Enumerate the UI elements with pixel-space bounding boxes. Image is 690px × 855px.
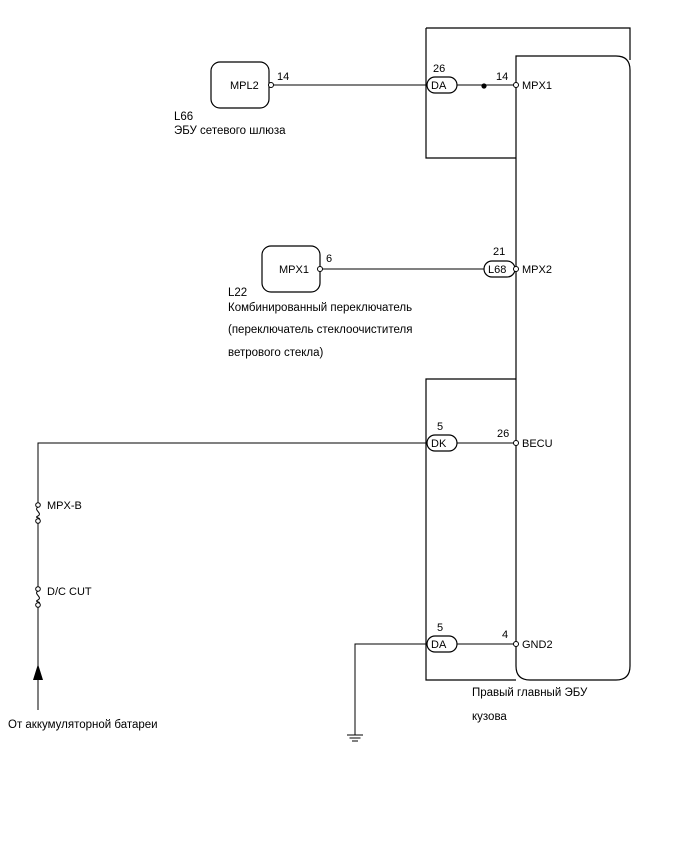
battery-label: От аккумуляторной батареи bbox=[8, 719, 158, 731]
ground-icon bbox=[347, 734, 363, 742]
ecu-pin-gnd2-num: 4 bbox=[502, 629, 508, 641]
battery-arrow-icon bbox=[33, 664, 43, 680]
fuse-mpx-b bbox=[35, 502, 41, 524]
ecu-pin-mpx1-num: 14 bbox=[496, 71, 508, 83]
fuse-dc-cut-label: D/C CUT bbox=[47, 586, 92, 598]
gateway-code: L66 bbox=[174, 111, 193, 123]
splice-dot bbox=[481, 83, 487, 89]
ecu-pin-gnd2-name: GND2 bbox=[522, 639, 553, 651]
combo-pin-terminal bbox=[317, 266, 323, 272]
connector-becu-name: DK bbox=[431, 438, 447, 450]
connector-mid-name: L68 bbox=[488, 264, 506, 276]
gateway-label: ЭБУ сетевого шлюза bbox=[174, 125, 286, 137]
ecu-pin-mpx1-name: MPX1 bbox=[522, 80, 552, 92]
junction-frame-bottom bbox=[425, 378, 516, 681]
ecu-body bbox=[515, 55, 631, 681]
combo-switch-code: L22 bbox=[228, 287, 247, 299]
combo-switch-pin: 6 bbox=[326, 253, 332, 265]
combo-switch-label-1: Комбинированный переключатель bbox=[228, 302, 412, 314]
ecu-pin-mpx1-terminal bbox=[513, 82, 519, 88]
gateway-name: MPL2 bbox=[230, 80, 259, 92]
connector-gnd-pin: 5 bbox=[437, 622, 443, 634]
gateway-pin-terminal bbox=[268, 82, 274, 88]
ecu-pin-mpx2-terminal bbox=[513, 266, 519, 272]
ecu-pin-becu-name: BECU bbox=[522, 438, 553, 450]
connector-top-name: DA bbox=[431, 80, 447, 92]
gateway-pin: 14 bbox=[277, 71, 289, 83]
ecu-pin-becu-terminal bbox=[513, 440, 519, 446]
ecu-label-2: кузова bbox=[472, 711, 507, 723]
wire-ground bbox=[354, 643, 427, 735]
junction-frame-top bbox=[425, 27, 631, 159]
connector-mid-pin: 21 bbox=[493, 246, 505, 258]
wire-battery-dk bbox=[37, 442, 427, 505]
combo-switch-name: MPX1 bbox=[279, 264, 309, 276]
ecu-pin-gnd2-terminal bbox=[513, 641, 519, 647]
ecu-pin-becu-num: 26 bbox=[497, 428, 509, 440]
fuse-mpx-b-label: MPX-B bbox=[47, 500, 82, 512]
connector-gnd-name: DA bbox=[431, 639, 447, 651]
ecu-label-1: Правый главный ЭБУ bbox=[472, 687, 588, 699]
ecu-pin-mpx2-name: MPX2 bbox=[522, 264, 552, 276]
connector-becu-pin: 5 bbox=[437, 421, 443, 433]
combo-switch-label-3: ветрового стекла) bbox=[228, 347, 324, 359]
combo-switch-label-2: (переключатель стеклоочистителя bbox=[228, 324, 412, 336]
fuse-dc-cut bbox=[35, 586, 41, 608]
connector-top-pin: 26 bbox=[433, 63, 445, 75]
